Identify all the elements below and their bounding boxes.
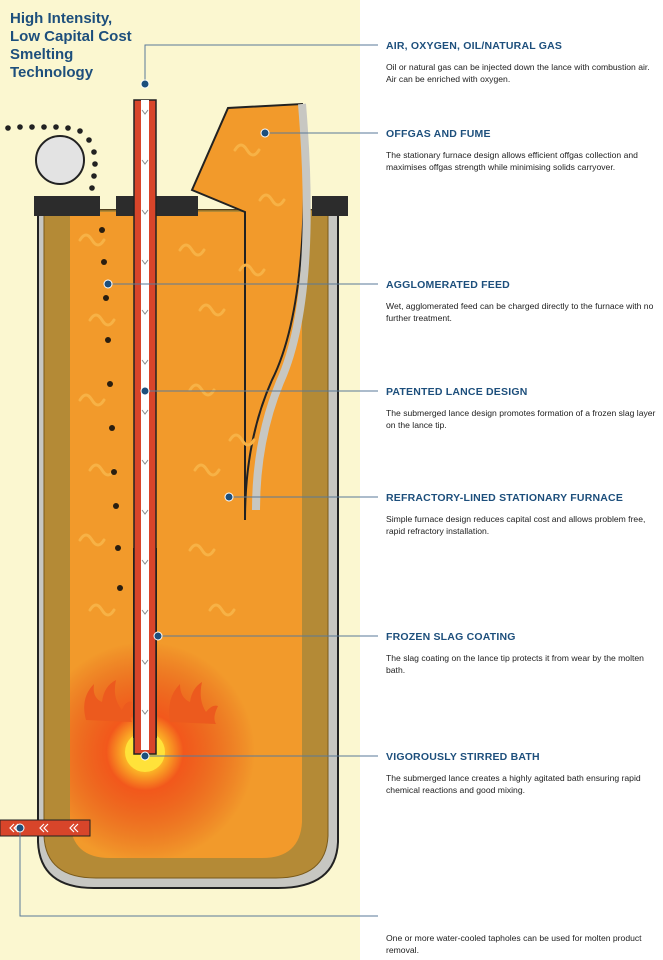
furnace-roof-center (116, 196, 198, 216)
uptake-wall (252, 103, 311, 511)
callout-text: The stationary furnace design allows eff… (386, 150, 638, 172)
callout-stirred-bath: VIGOROUSLY STIRRED BATH The submerged la… (386, 751, 658, 796)
taphole-note: One or more water-cooled tapholes can be… (386, 933, 642, 955)
callout-heading: AIR, OXYGEN, OIL/NATURAL GAS (386, 40, 563, 52)
callout-air-oxygen: AIR, OXYGEN, OIL/NATURAL GAS Oil or natu… (386, 40, 658, 85)
lance (133, 99, 157, 755)
title-line: High Intensity, (10, 10, 113, 27)
callout-text: Wet, agglomerated feed can be charged di… (386, 301, 654, 323)
callout-text: Simple furnace design reduces capital co… (386, 514, 646, 536)
bath-hot-zone (70, 600, 302, 858)
callout-text: The submerged lance design promotes form… (386, 408, 656, 430)
furnace-roof-right (312, 196, 348, 216)
callout-text: Oil or natural gas can be injected down … (386, 62, 650, 84)
taphole (0, 819, 91, 837)
furnace-roof-left (34, 196, 100, 216)
swirl-pattern (78, 143, 286, 617)
feed-conveyor (5, 124, 98, 191)
callout-text: The submerged lance creates a highly agi… (386, 773, 641, 795)
callout-heading: OFFGAS AND FUME (386, 128, 491, 140)
callout-refractory-furnace: REFRACTORY-LINED STATIONARY FURNACE Simp… (386, 492, 658, 537)
callout-offgas: OFFGAS AND FUME The stationary furnace d… (386, 128, 658, 173)
callout-heading: FROZEN SLAG COATING (386, 631, 516, 643)
callout-text: The slag coating on the lance tip protec… (386, 653, 644, 675)
title-line: Technology (10, 64, 94, 81)
callout-heading: PATENTED LANCE DESIGN (386, 386, 528, 398)
callout-heading: REFRACTORY-LINED STATIONARY FURNACE (386, 492, 624, 504)
leader-lines (19, 44, 378, 917)
callout-frozen-slag: FROZEN SLAG COATING The slag coating on … (386, 631, 658, 676)
title-line: Low Capital Cost (10, 28, 132, 45)
callout-heading: AGGLOMERATED FEED (386, 279, 510, 291)
leader-dots (15, 79, 270, 833)
title-line: Smelting (10, 46, 74, 63)
callout-agglomerated-feed: AGGLOMERATED FEED Wet, agglomerated feed… (386, 279, 658, 324)
diagram-title: High Intensity, Low Capital Cost Smeltin… (10, 10, 190, 82)
callout-heading: VIGOROUSLY STIRRED BATH (386, 751, 540, 763)
feed-pellets (99, 227, 123, 591)
callout-lance-design: PATENTED LANCE DESIGN The submerged lanc… (386, 386, 658, 431)
flames (84, 680, 218, 724)
